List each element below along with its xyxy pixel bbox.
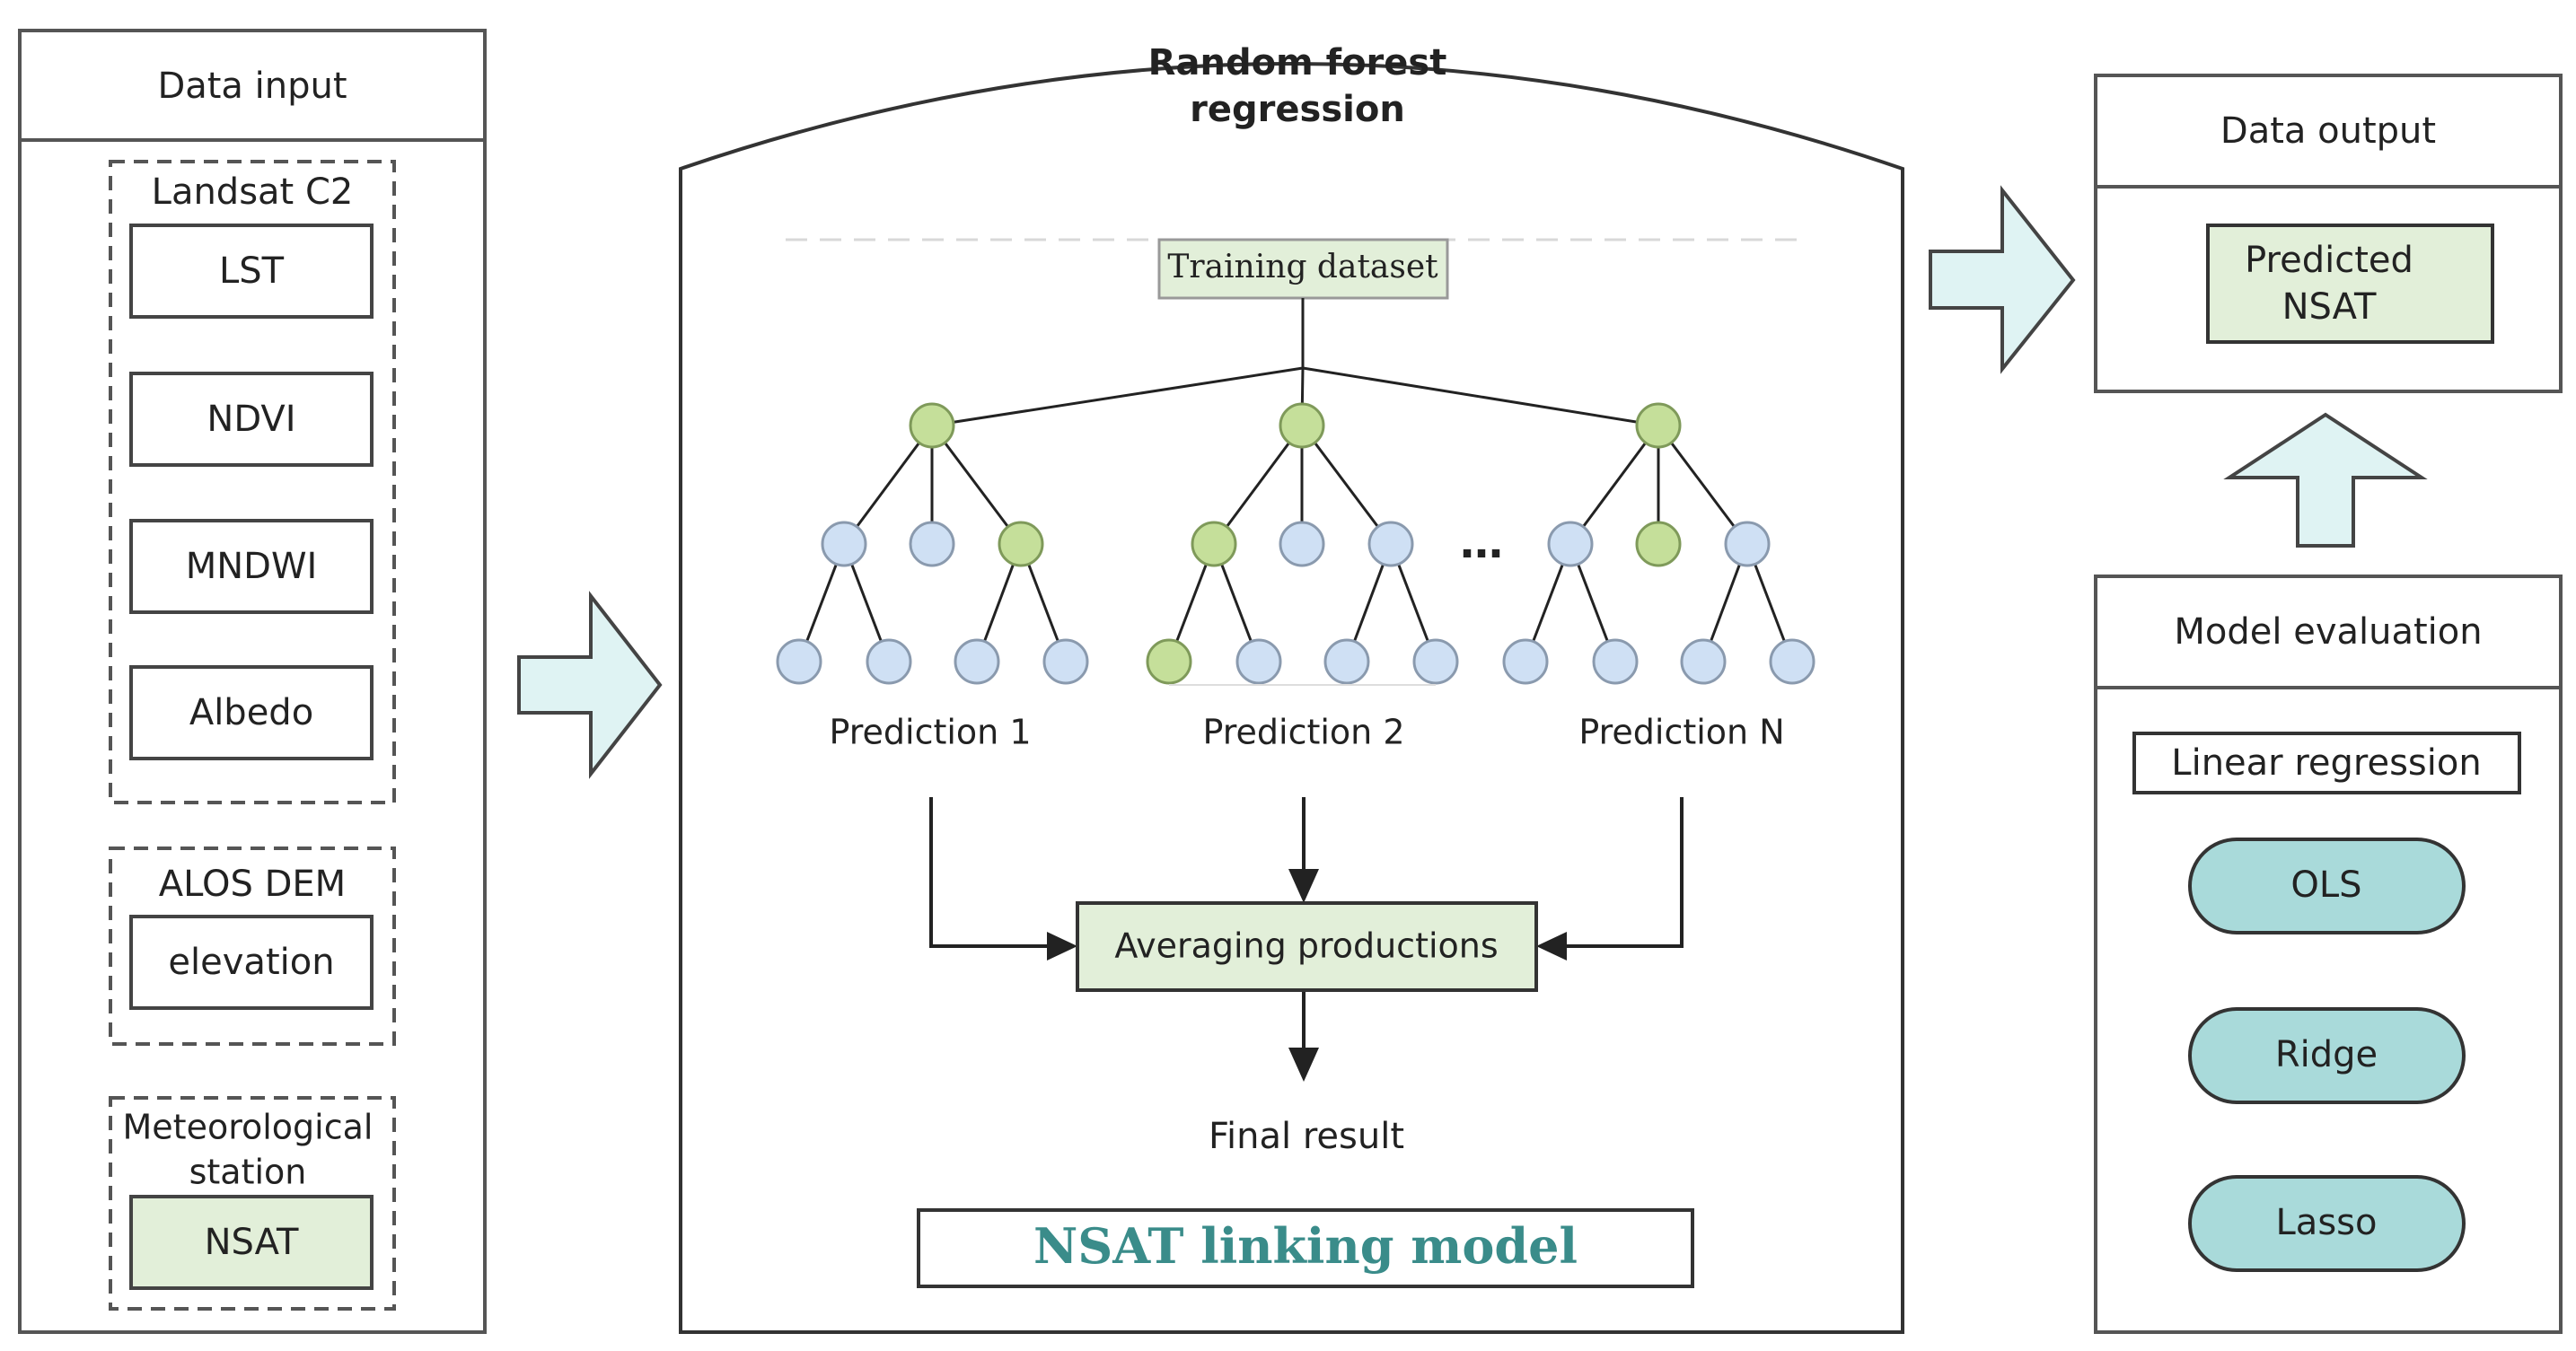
treeN-leaf: [1769, 638, 1816, 685]
arrowhead-down-final: [1288, 1048, 1319, 1082]
linear-regression-label: Linear regression: [2171, 742, 2481, 784]
tree2-root-node: [1279, 402, 1325, 449]
prediction-2-label: Prediction 2: [1202, 713, 1404, 752]
mndwi-label: MNDWI: [186, 546, 318, 587]
meteo-group-label-line1: Meteorological: [123, 1108, 374, 1147]
data-input-header-box: [18, 29, 487, 142]
tree2-node: [1191, 521, 1237, 567]
arrow-to-random-forest: [517, 591, 663, 779]
averaging-productions-box: [1076, 901, 1538, 992]
arrowhead-right: [1047, 932, 1077, 961]
data-input-title: Data input: [157, 66, 347, 107]
meteo-group-label-line2: station: [189, 1153, 307, 1192]
model-evaluation-title: Model evaluation: [2174, 611, 2482, 653]
arrow-to-data-output: [1929, 185, 2076, 374]
ellipsis-dots: …: [1460, 518, 1503, 568]
lasso-pill: [2188, 1175, 2466, 1272]
tree2-leaf: [1323, 638, 1370, 685]
tree2-leaf: [1412, 638, 1459, 685]
tree1-leaf: [954, 638, 1000, 685]
predicted-nsat-box: [2206, 224, 2494, 344]
alos-group-label: ALOS DEM: [159, 864, 346, 905]
flow-lines: [929, 797, 1684, 1050]
tree1-root-node: [909, 402, 955, 449]
ols-pill: [2188, 838, 2466, 934]
nsat-linking-model-box: [917, 1208, 1694, 1288]
treeN-leaf: [1592, 638, 1639, 685]
lst-box: [129, 224, 374, 319]
training-dataset-label: Training dataset: [1167, 249, 1438, 285]
meteo-group: [109, 1096, 396, 1311]
treeN-node: [1635, 521, 1682, 567]
arrow-up-to-output: [2223, 412, 2428, 548]
tree1-leaf: [776, 638, 822, 685]
predicted-nsat-line1: Predicted: [2245, 240, 2413, 281]
prediction-n-label: Prediction N: [1578, 713, 1784, 752]
albedo-label: Albedo: [189, 692, 313, 733]
arrowhead-left: [1536, 932, 1567, 961]
albedo-box: [129, 665, 374, 760]
tree2-leaf: [1146, 638, 1192, 685]
lst-label: LST: [219, 250, 285, 292]
random-forest-panel: Random forest regression Training datase…: [679, 42, 1904, 1334]
lasso-label: Lasso: [2276, 1202, 2378, 1243]
random-forest-title-line2: regression: [1190, 89, 1405, 130]
landsat-group-label: Landsat C2: [152, 171, 354, 213]
tree2-node: [1279, 521, 1325, 567]
ols-label: OLS: [2290, 864, 2361, 906]
flow-arrowheads: [1047, 869, 1567, 1082]
tree2-leaf: [1235, 638, 1282, 685]
tree1-leaf: [866, 638, 912, 685]
tree-nodes: [776, 402, 1816, 685]
nsat-input-box: [129, 1195, 374, 1290]
data-output-title: Data output: [2220, 110, 2436, 152]
nsat-input-label: NSAT: [205, 1222, 299, 1263]
tree1-leaf: [1042, 638, 1089, 685]
ndvi-label: NDVI: [207, 399, 295, 440]
data-input-panel: Data input Landsat C2 LST NDVI MNDWI Alb…: [18, 29, 487, 1334]
model-evaluation-panel: Model evaluation Linear regression OLS R…: [2094, 575, 2563, 1334]
data-output-header-box: [2094, 74, 2563, 189]
treeN-node: [1547, 521, 1594, 567]
model-evaluation-header-box: [2094, 575, 2563, 689]
treeN-root-node: [1635, 402, 1682, 449]
landsat-group: [109, 160, 396, 804]
tree1-node: [821, 521, 867, 567]
predicted-nsat-line2: NSAT: [2282, 286, 2377, 328]
random-forest-title-line1: Random forest: [1148, 42, 1447, 83]
tree1-node: [909, 521, 955, 567]
linear-regression-box: [2132, 732, 2521, 794]
data-output-panel: Data output Predicted NSAT: [2094, 74, 2563, 393]
arrowhead-down: [1288, 869, 1319, 903]
ridge-label: Ridge: [2275, 1034, 2378, 1075]
treeN-node: [1724, 521, 1771, 567]
mndwi-box: [129, 519, 374, 614]
elevation-label: elevation: [168, 942, 334, 983]
final-result-label: Final result: [1209, 1116, 1404, 1157]
ridge-pill: [2188, 1007, 2466, 1104]
prediction-1-label: Prediction 1: [829, 713, 1031, 752]
treeN-leaf: [1680, 638, 1727, 685]
random-forest-frame: [679, 62, 1904, 1334]
treeN-leaf: [1502, 638, 1549, 685]
averaging-productions-label: Averaging productions: [1114, 926, 1498, 966]
tree1-node: [998, 521, 1044, 567]
elevation-box: [129, 915, 374, 1010]
alos-group: [109, 847, 396, 1046]
ndvi-box: [129, 372, 374, 467]
nsat-linking-model-label: NSAT linking model: [1033, 1217, 1578, 1275]
tree2-node: [1367, 521, 1414, 567]
